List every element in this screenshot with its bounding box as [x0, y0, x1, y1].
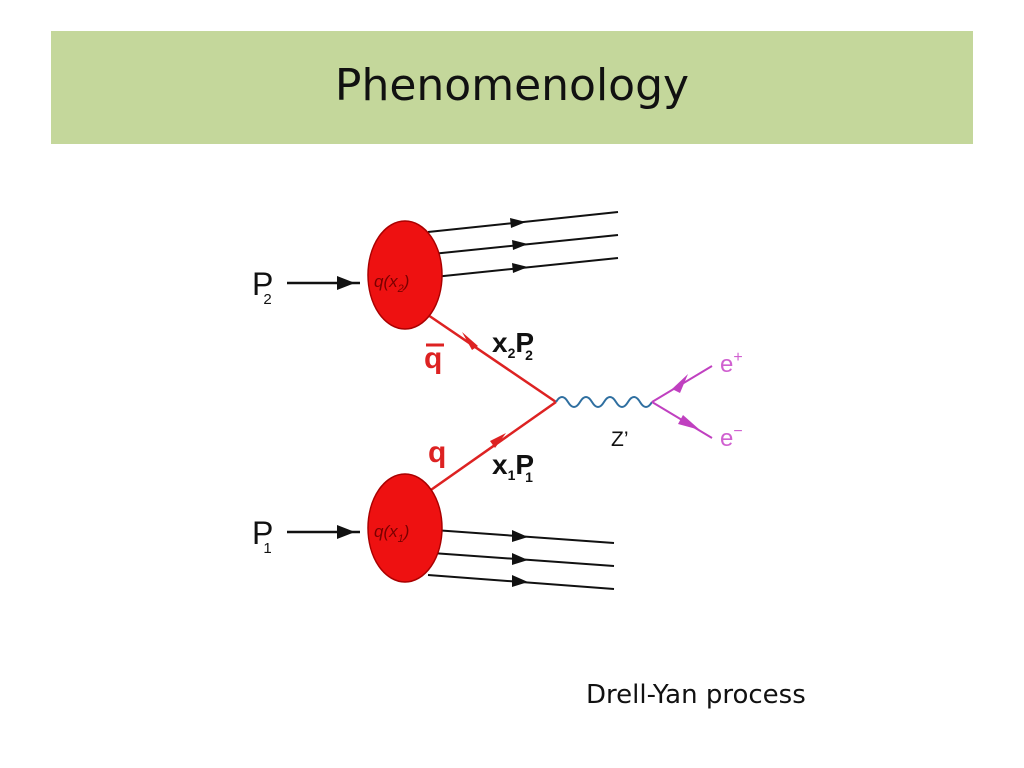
quark-label: q — [428, 436, 446, 469]
boson-propagator — [555, 396, 653, 408]
boson-label: Z’ — [611, 428, 629, 451]
diagram-caption: Drell-Yan process — [586, 680, 806, 710]
title-bar: Phenomenology — [51, 31, 973, 144]
momentum-top-label: x2P2 — [492, 327, 534, 363]
blob-bottom-label: q(x1) — [374, 522, 409, 545]
proton-top-arrow — [287, 276, 360, 290]
parton-blob-top — [367, 220, 443, 330]
blob-top-label: q(x2) — [374, 272, 409, 295]
slide-title: Phenomenology — [334, 60, 690, 111]
electron-label: e− — [720, 423, 743, 452]
positron-label: e+ — [720, 349, 743, 378]
proton-top-label: P2 — [252, 266, 273, 308]
positron-line — [651, 365, 713, 403]
antiquark-label: q — [424, 342, 442, 375]
parton-blob-bottom — [367, 473, 443, 583]
electron-line — [651, 401, 713, 439]
proton-bottom-arrow — [287, 525, 360, 539]
proton-bottom-label: P1 — [252, 515, 273, 557]
quark-line — [427, 400, 557, 494]
spectator-lines-bottom — [427, 529, 615, 590]
spectator-lines-top — [427, 211, 619, 278]
momentum-bottom-label: x1P1 — [492, 449, 534, 485]
antiquark-line — [427, 313, 557, 404]
